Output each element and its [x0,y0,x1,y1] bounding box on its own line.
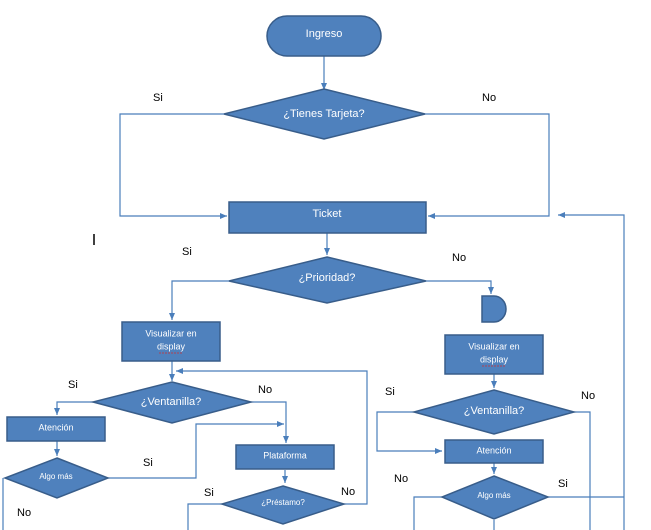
atencion-right-label: Atención [476,445,511,455]
decision-shape [2,457,111,499]
tienes-tarjeta-label: ¿Tienes Tarjeta? [283,108,364,120]
edge-tarjeta-si [119,113,227,219]
node-atencion-left: Atención [6,416,106,442]
ventanilla-left-label: ¿Ventanilla? [141,396,202,408]
process-shape [235,444,335,470]
node-delay [481,295,507,323]
label-algo-mas-right-si: Si [558,478,568,490]
node-visualizar-right: Visualizar en display [444,334,544,375]
decision-shape [90,381,254,424]
process-shape [6,416,106,442]
visualizar-left-line2: display [157,341,186,351]
label-ventanilla-left-si: Si [68,379,78,391]
label-algo-mas-left-no: No [17,507,31,519]
edge-prestamo-si [187,503,222,530]
ventanilla-right-label: ¿Ventanilla? [464,405,525,417]
node-visualizar-left: Visualizar en display [121,321,221,362]
decision-shape [411,389,577,435]
decision-shape [223,88,426,140]
prioridad-label: ¿Prioridad? [299,272,356,284]
label-ventanilla-left-no: No [258,384,272,396]
node-ventanilla-right: ¿Ventanilla? [411,389,577,435]
process-shape [444,334,544,375]
label-prestamo-no: No [341,486,355,498]
delay-shape [481,295,507,323]
visualizar-right-line2: display [480,354,509,364]
edge-prioridad-si [169,280,229,320]
decision-shape [440,475,551,520]
edge-loop-right-to-ticket [558,212,625,530]
node-prestamo: ¿Préstamo? [219,485,347,525]
label-ventanilla-right-si: Si [385,386,395,398]
node-algo-mas-right: Algo más [440,475,551,520]
node-ventanilla-left: ¿Ventanilla? [90,381,254,424]
label-ventanilla-right-no: No [581,390,595,402]
process-shape [444,439,544,464]
label-tarjeta-no: No [482,92,496,104]
edge-labels: Si No Si No Si No Si No Si No Si No No S… [17,92,595,519]
edge-prestamo-no-loop [176,368,368,505]
connectors [2,56,625,530]
visualizar-right-line1: Visualizar en [468,341,519,351]
edge-ventanilla-left-no [251,401,289,443]
node-prioridad: ¿Prioridad? [228,256,427,304]
decision-shape [228,256,427,304]
node-algo-mas-left: Algo más [2,457,111,499]
edge-ventanilla-left-si [54,401,93,415]
node-ticket: Ticket [228,201,427,234]
node-atencion-right: Atención [444,439,544,464]
ingreso-label: Ingreso [306,28,343,40]
algo-mas-left-label: Algo más [39,472,72,481]
node-ingreso: Ingreso [266,15,382,57]
edge-algomas-left-si [108,421,284,479]
atencion-left-label: Atención [38,422,73,432]
algo-mas-right-label: Algo más [477,491,510,500]
edge-tarjeta-no [425,113,550,219]
terminator-shape [266,15,382,57]
label-tarjeta-si: Si [153,92,163,104]
node-plataforma: Plataforma [235,444,335,470]
node-tienes-tarjeta: ¿Tienes Tarjeta? [223,88,426,140]
label-algo-mas-right-no: No [394,473,408,485]
edge-ventanilla-right-si [376,411,442,454]
label-algo-mas-left-si: Si [143,457,153,469]
visualizar-left-line1: Visualizar en [145,328,196,338]
prestamo-label: ¿Préstamo? [261,498,305,507]
label-prestamo-si: Si [204,487,214,499]
process-shape [121,321,221,362]
label-prioridad-no: No [452,252,466,264]
edge-algomas-right-no [413,496,442,530]
plataforma-label: Plataforma [263,450,307,460]
decision-shape [219,485,347,525]
edge-prioridad-no [426,280,494,294]
ticket-label: Ticket [313,208,342,220]
edge-ventanilla-right-no [574,411,591,530]
process-shape [228,201,427,234]
label-prioridad-si: Si [182,246,192,258]
